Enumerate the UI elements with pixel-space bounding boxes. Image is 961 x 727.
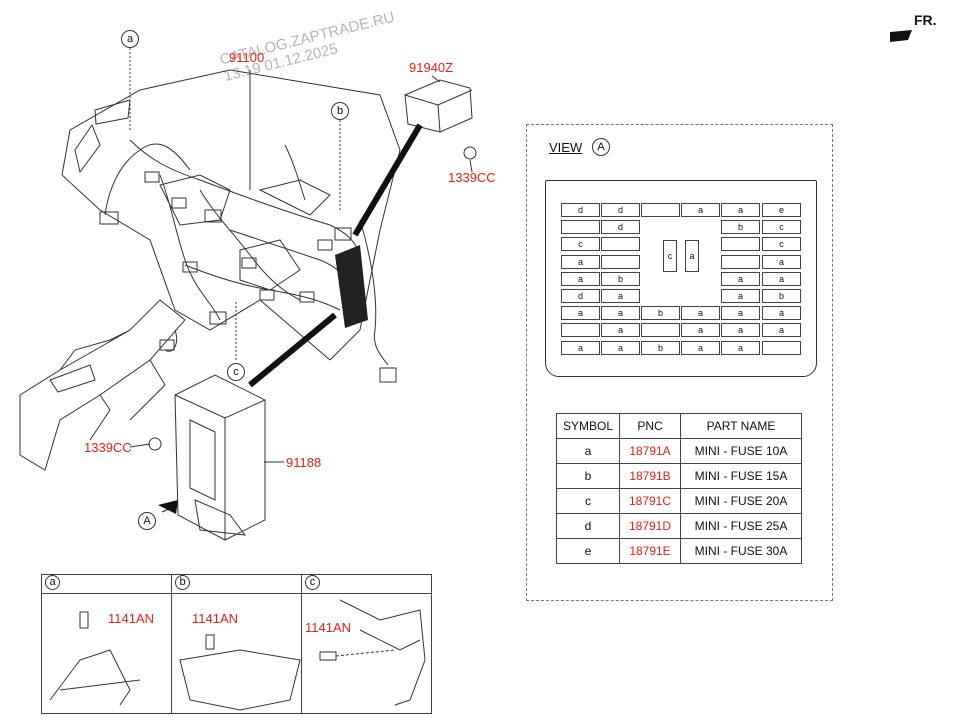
fuse-slot: a [601,289,640,303]
fuse-slot: a [681,323,720,338]
cell-pnc[interactable]: 18791B [619,463,681,489]
fuse-slot: b [641,306,680,321]
fuse-slot: a [762,271,801,286]
fuse-slot: a [561,271,600,286]
fuse-slot: d [601,220,640,235]
fuse-slot: a [561,306,600,321]
cell-pnc[interactable]: 18791E [619,538,681,564]
header-part-name: PART NAME [680,413,802,439]
callout-c: c [227,363,245,381]
fuse-slot: a [681,340,720,355]
fuse-slot: c [762,220,801,235]
fuse-slot: a [561,254,600,269]
fuse-slot: a [721,306,760,321]
table-header-row: SYMBOL PNC PART NAME [556,413,802,439]
fuse-slot: a [681,203,720,217]
fuse-slot: a [762,306,801,321]
fuse-slot: b [762,289,801,303]
fuse-slot: b [641,340,680,355]
callout-b: b [331,102,349,120]
cell-pnc[interactable]: 18791C [619,488,681,514]
fuse-slot: a [601,306,640,321]
direction-label: FR. [914,12,937,28]
cell-symbol: c [556,488,620,514]
fuse-slot: a [601,323,640,338]
fuse-slot [721,254,760,269]
callout-view-a: A [138,512,156,530]
label-harness: 91100 [229,50,265,65]
fuse-slot-tall: c [663,240,677,272]
fuse-slot: a [561,340,600,355]
label-module: 91940Z [409,60,454,75]
fuse-slot [601,237,640,252]
fuse-slot: c [762,237,801,252]
cell-part-name: MINI - FUSE 10A [680,438,802,464]
fuse-slot: e [762,203,801,217]
callout-a: a [121,30,139,48]
header-symbol: SYMBOL [556,413,620,439]
fuse-slot-tall: a [685,240,699,272]
fuse-slot: a [681,306,720,321]
cell-part-name: MINI - FUSE 25A [680,513,802,539]
fuse-slot: a [721,271,760,286]
fuse-slot [561,323,600,338]
fuse-slot [601,254,640,269]
fuse-slot: a [601,340,640,355]
fuse-slot [561,220,600,235]
detail-part-c: 1141AN [305,620,352,635]
cell-part-name: MINI - FUSE 20A [680,488,802,514]
detail-key-c: c [305,575,320,590]
detail-header [42,575,431,594]
cell-pnc[interactable]: 18791D [619,513,681,539]
fuse-slot: d [561,289,600,303]
fuse-slot [641,203,680,217]
cell-pnc[interactable]: 18791A [619,438,681,464]
label-nut-left: 1339CC [84,440,132,455]
cell-part-name: MINI - FUSE 15A [680,463,802,489]
cell-symbol: e [556,538,620,564]
fuse-slot: a [721,289,760,303]
fuse-slot [641,323,680,338]
fuse-slot: a [721,340,760,355]
view-panel [526,124,833,601]
fuse-slot: b [601,271,640,286]
view-title: VIEW [549,140,583,155]
fuse-box [545,180,817,377]
view-marker: A [592,138,610,156]
cell-symbol: a [556,438,620,464]
cell-part-name: MINI - FUSE 30A [680,538,802,564]
cell-symbol: d [556,513,620,539]
fuse-slot: b [721,220,760,235]
fuse-slot: c [561,237,600,252]
fuse-slot: a [721,323,760,338]
label-nut-right: 1339CC [448,170,496,185]
detail-panel [41,574,432,714]
fuse-slot: d [601,203,640,217]
detail-key-a: a [45,575,60,590]
fuse-slot: a [762,323,801,338]
fuse-slot [721,237,760,252]
cell-symbol: b [556,463,620,489]
detail-part-a: 1141AN [108,611,155,626]
fuse-slot: d [561,203,600,217]
label-junction-box: 91188 [286,455,322,470]
fuse-slot: a [762,254,801,269]
header-pnc: PNC [619,413,681,439]
detail-part-b: 1141AN [192,611,239,626]
fuse-slot [762,340,801,355]
fuse-slot: a [721,203,760,217]
detail-key-b: b [175,575,190,590]
